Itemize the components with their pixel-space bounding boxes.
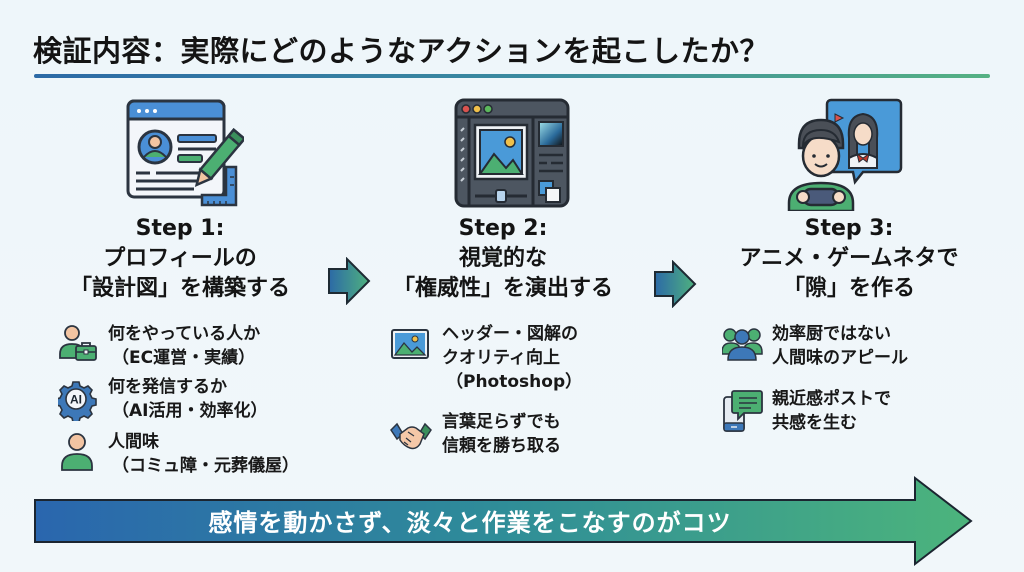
step-1-item-2-sub: （AI活用・効率化） (112, 401, 268, 421)
step-2-item-1-sub: （Photoshop） (446, 372, 583, 392)
step-2-line2: 「権威性」を演出する (392, 276, 613, 301)
step-1-line2: 「設計図」を構築する (69, 276, 290, 301)
step-1-item-2-main: 何を発信するか (108, 377, 227, 397)
step-2-item-1-main2: クオリティ向上 (442, 348, 560, 368)
person-icon (61, 433, 93, 471)
image-icon (391, 329, 429, 359)
step-2-item-2: 言葉足らずでも 信頼を勝ち取る (390, 410, 561, 458)
step-2-line1: 視覚的な (458, 246, 547, 271)
step-arrow-2-to-3 (654, 260, 697, 308)
step-3-item-1-main2: 人間味のアピール (772, 348, 908, 368)
step-2-item-1-main: ヘッダー・図解の (442, 324, 578, 344)
step-3-item-2-main: 親近感ポストで (772, 389, 891, 409)
step-1-label: Step 1: (135, 216, 225, 241)
step-2-item-1: ヘッダー・図解の クオリティ向上 （Photoshop） (390, 322, 582, 394)
step-3-line2: 「隙」を作る (782, 276, 915, 301)
step-1-item-1: 何をやっている人か （EC運営・実績） (58, 322, 260, 370)
step-1-item-2: AI 何を発信するか （AI活用・効率化） (58, 375, 267, 423)
page-title: 検証内容：実際にどのようなアクションを起こしたか？ (33, 34, 770, 68)
people-group-icon (722, 328, 763, 361)
step-3-line1: アニメ・ゲームネタで (739, 246, 959, 271)
title-underline (34, 74, 990, 78)
step-2-heading: Step 2: 視覚的な 「権威性」を演出する (378, 214, 628, 304)
ai-gear-icon: AI (58, 381, 97, 421)
bottom-banner-arrow (34, 475, 973, 567)
step-3-item-1: 効率厨ではない 人間味のアピール (722, 322, 908, 370)
phone-chat-icon (723, 390, 763, 432)
step-arrow-1-to-2 (328, 257, 371, 305)
step-3-label: Step 3: (804, 216, 894, 241)
step-1-item-1-sub: （EC運営・実績） (112, 348, 256, 368)
handshake-icon (390, 422, 432, 450)
step-1-item-3-sub: （コミュ障・元葬儀屋） (112, 456, 299, 476)
step-1-item-3-main: 人間味 (108, 432, 159, 452)
image-editor-icon (454, 98, 570, 208)
step-3-item-1-main: 効率厨ではない (772, 324, 891, 344)
step-2-item-2-main2: 信頼を勝ち取る (442, 436, 561, 456)
step-1-line1: プロフィールの (103, 246, 257, 271)
step-3-item-2-main2: 共感を生む (772, 413, 857, 433)
person-briefcase-icon (59, 325, 97, 361)
gamer-anime-icon (787, 98, 903, 211)
svg-text:AI: AI (70, 393, 82, 407)
step-1-item-1-main: 何をやっている人か (108, 324, 261, 344)
step-1-heading: Step 1: プロフィールの 「設計図」を構築する (55, 214, 305, 304)
step-2-label: Step 2: (458, 216, 548, 241)
step-2-item-2-main: 言葉足らずでも (442, 412, 561, 432)
step-3-item-2: 親近感ポストで 共感を生む (722, 387, 891, 435)
step-1-item-3: 人間味 （コミュ障・元葬儀屋） (58, 430, 299, 478)
step-3-heading: Step 3: アニメ・ゲームネタで 「隙」を作る (714, 214, 984, 304)
profile-design-icon (126, 99, 244, 207)
bottom-banner-text: 感情を動かさず、淡々と作業をこなすのがコツ (208, 509, 732, 537)
